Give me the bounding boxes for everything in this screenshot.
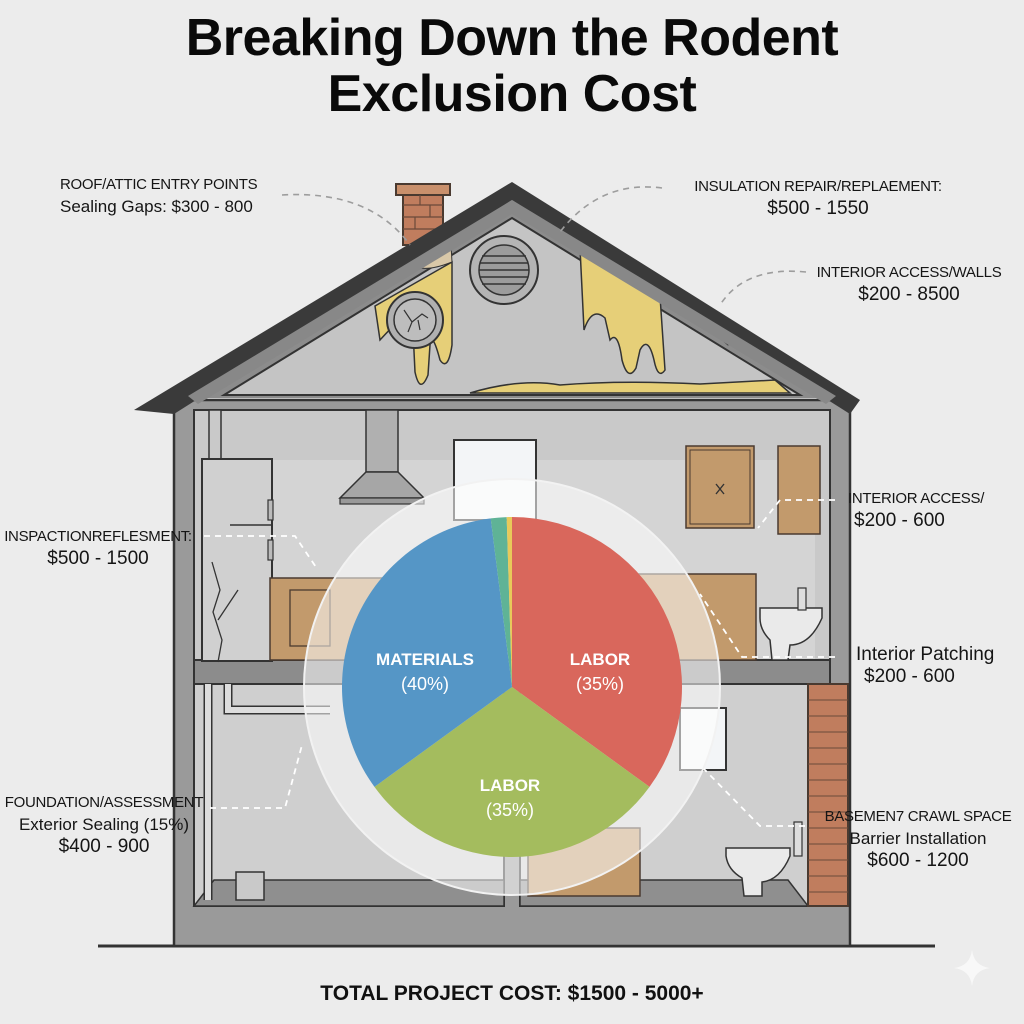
pie-label-materials: MATERIALS (40%) [360, 648, 490, 696]
arrow-foundation [210, 744, 303, 809]
arrow-interior-access [757, 499, 835, 529]
pie-label-percent: (35%) [575, 674, 624, 694]
total-project-cost: TOTAL PROJECT COST: $1500 - 5000+ [320, 982, 704, 1005]
title-line-2: Exclusion Cost [327, 65, 697, 123]
arrow-inspection [204, 535, 319, 571]
title-line-1: Breaking Down the Rodent [185, 9, 839, 67]
roof [134, 182, 860, 414]
callout-value: $400 - 900 [58, 836, 150, 857]
pie-slice [490, 517, 512, 687]
arrow-roof-attic [281, 193, 411, 246]
pie-label-labor-green: LABOR (35%) [450, 774, 570, 822]
callout-value: $200 - 600 [864, 666, 955, 687]
callout-value: $200 - 600 [854, 510, 945, 531]
callout-heading: INTERIOR ACCESS/WALLS [816, 264, 1002, 281]
callout-foundation: FOUNDATION/ASSESSMENT Exterior Sealing (… [4, 792, 204, 858]
callout-value: $200 - 8500 [858, 284, 960, 305]
callout-interior-patching: Interior Patching $200 - 600 [856, 644, 994, 688]
callout-roof-attic: ROOF/ATTIC ENTRY POINTS Sealing Gaps: $3… [60, 174, 258, 218]
callout-insulation: INSULATION REPAIR/REPLAEMENT: $500 - 155… [668, 176, 968, 220]
arrow-interior-patching [699, 593, 835, 658]
callout-inspection: INSPACTIONREFLESMENT: $500 - 1500 [0, 526, 196, 570]
callout-heading: INSPACTIONREFLESMENT: [4, 528, 192, 545]
callout-arrows [281, 186, 807, 306]
pie-slice [374, 687, 650, 858]
callout-value: $500 - 1550 [767, 198, 869, 219]
pie-slice [506, 517, 512, 687]
sparkle-icon [954, 950, 990, 986]
callout-heading: ROOF/ATTIC ENTRY POINTS [60, 176, 258, 193]
page-title: Breaking Down the Rodent Exclusion Cost [0, 10, 1024, 122]
callout-interior-access: INTERIOR ACCESS/ $200 - 600 [848, 488, 984, 532]
pie-slice [512, 517, 683, 787]
callout-basement: BASEMEN7 CRAWL SPACE Barrier Installatio… [818, 806, 1018, 872]
arrow-basement [699, 764, 805, 827]
arrow-interior-walls [719, 270, 807, 306]
callout-value: $600 - 1200 [867, 850, 969, 871]
pie-label-labor-red: LABOR (35%) [540, 648, 660, 696]
pie-label-percent: (40%) [400, 674, 449, 694]
attic [194, 198, 830, 398]
pie-chart [303, 478, 721, 896]
callout-heading: FOUNDATION/ASSESSMENT [4, 794, 204, 811]
callout-arrows-white [204, 499, 835, 827]
pie-label-name: LABOR [479, 776, 541, 795]
callout-subtitle: Sealing Gaps: $300 - 800 [60, 197, 253, 216]
callout-subtitle: Barrier Installation [849, 829, 987, 848]
pie-label-name: LABOR [569, 650, 631, 669]
callout-subtitle: Exterior Sealing (15%) [18, 815, 190, 834]
pie-label-percent: (35%) [485, 800, 534, 820]
arrow-insulation [559, 186, 663, 233]
pie-slice [342, 518, 512, 787]
callout-heading: INSULATION REPAIR/REPLAEMENT: [694, 178, 942, 195]
callout-heading: INTERIOR ACCESS/ [848, 490, 985, 507]
callout-interior-walls: INTERIOR ACCESS/WALLS $200 - 8500 [814, 262, 1004, 306]
pie-slices [342, 517, 683, 858]
callout-value: $500 - 1500 [47, 548, 149, 569]
callout-heading: Interior Patching [856, 644, 995, 665]
pie-label-name: MATERIALS [376, 650, 474, 669]
callout-heading: BASEMEN7 CRAWL SPACE [824, 808, 1012, 825]
